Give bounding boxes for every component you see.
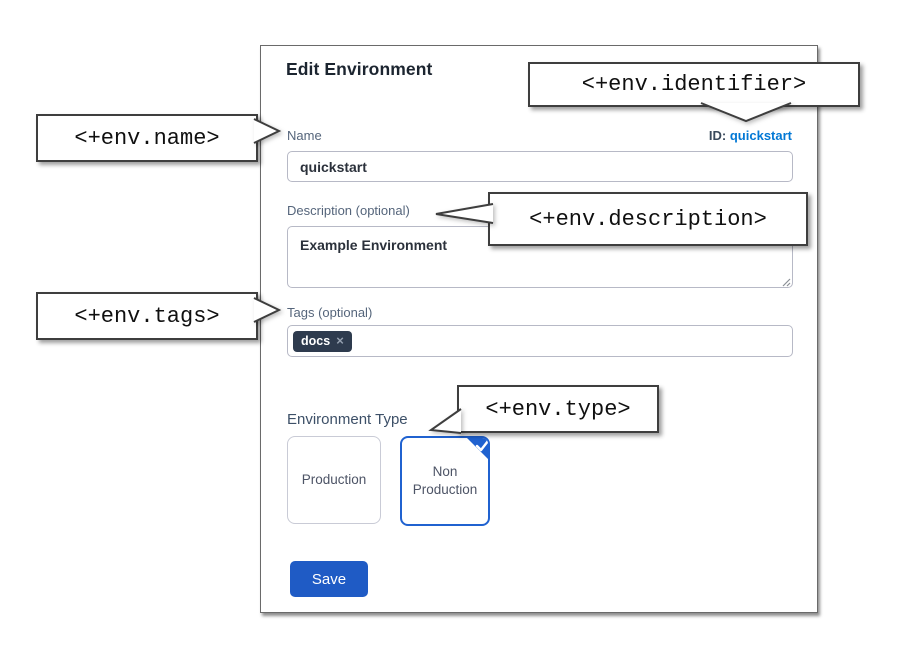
name-label: Name <box>287 128 322 143</box>
callout-tail-right-icon <box>253 118 282 144</box>
callout-env-name-text: <+env.name> <box>74 125 220 151</box>
callout-env-type-text: <+env.type> <box>485 396 631 422</box>
callout-tail-right-icon <box>253 297 282 323</box>
name-input[interactable] <box>287 151 793 182</box>
edit-environment-dialog: Edit Environment Name ID: quickstart Des… <box>260 45 818 613</box>
dialog-title: Edit Environment <box>286 59 433 79</box>
environment-type-card-production[interactable]: Production <box>287 436 381 524</box>
description-label: Description (optional) <box>287 203 410 218</box>
id-value-link[interactable]: quickstart <box>729 128 792 143</box>
callout-env-description-text: <+env.description> <box>529 206 767 232</box>
id-label: ID: <box>708 128 727 143</box>
callout-env-name: <+env.name> <box>36 114 282 162</box>
non-production-card-label: Non Production <box>412 463 478 497</box>
callout-env-identifier-text: <+env.identifier> <box>581 72 807 97</box>
selected-check-icon <box>467 438 488 459</box>
save-button[interactable]: Save <box>290 561 368 597</box>
callout-env-description: <+env.description> <box>435 192 808 246</box>
environment-id: ID: quickstart <box>709 128 792 143</box>
textarea-resize-handle-icon[interactable] <box>780 276 791 287</box>
tag-chip-label: docs <box>301 333 331 348</box>
callout-env-tags: <+env.tags> <box>36 292 282 340</box>
tag-chip: docs × <box>293 330 352 352</box>
callout-env-type: <+env.type> <box>428 385 659 434</box>
callout-tail-left-down-icon <box>428 408 462 434</box>
production-card-label: Production <box>301 471 367 487</box>
callout-env-identifier: <+env.identifier> <box>528 62 860 123</box>
tags-input[interactable]: docs × <box>287 325 793 357</box>
tags-label: Tags (optional) <box>287 305 373 320</box>
callout-env-tags-text: <+env.tags> <box>74 303 220 329</box>
callout-tail-left-icon <box>435 203 494 224</box>
environment-type-label: Environment Type <box>287 411 408 428</box>
environment-type-card-non-production[interactable]: Non Production <box>400 436 490 526</box>
tag-remove-icon[interactable]: × <box>336 333 344 348</box>
callout-tail-down-icon <box>700 102 792 123</box>
